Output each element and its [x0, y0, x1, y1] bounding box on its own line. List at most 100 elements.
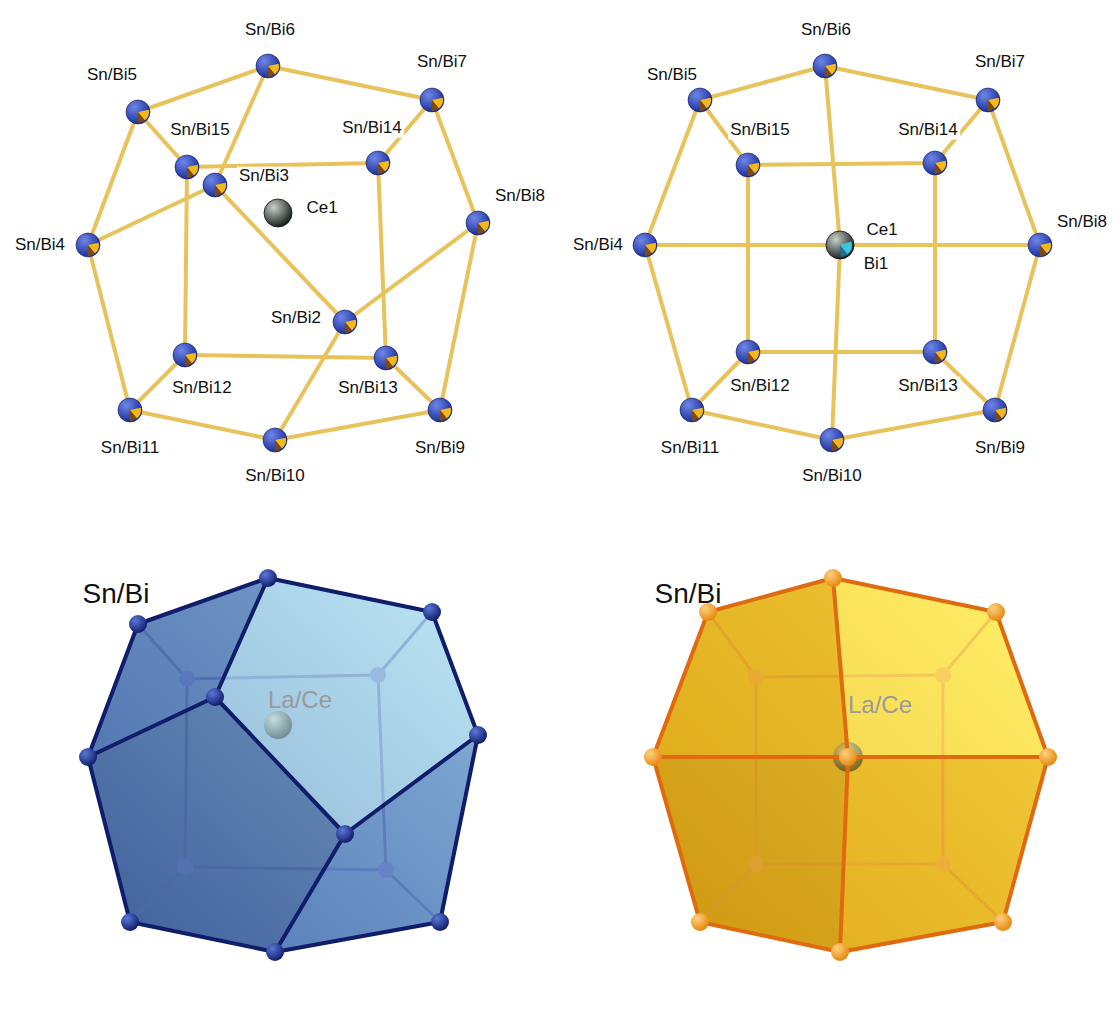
atom	[1039, 748, 1057, 766]
atom-label: Ce1	[304, 199, 339, 218]
atom	[644, 748, 662, 766]
bond	[275, 322, 345, 440]
bond	[88, 245, 130, 410]
atom-label: Sn/Bi14	[896, 121, 960, 140]
bond	[215, 578, 268, 697]
bond	[268, 578, 432, 612]
bond	[748, 163, 935, 165]
atom-label: Sn/Bi15	[168, 121, 232, 140]
atom	[976, 88, 1000, 112]
atom	[431, 913, 449, 931]
cage-ball-stick	[633, 54, 1052, 452]
atom-label: Sn/Bi7	[973, 53, 1027, 72]
atom	[203, 173, 227, 197]
bond	[840, 757, 848, 952]
bond	[645, 243, 840, 247]
bond	[833, 578, 848, 757]
bond	[378, 163, 386, 358]
atom-label: Sn/Bi2	[269, 309, 323, 328]
polyhedron-face	[653, 578, 1048, 952]
atom-label: Sn/Bi6	[243, 21, 297, 40]
atom-label: Sn/Bi12	[170, 379, 234, 398]
atom	[206, 688, 224, 706]
atom	[428, 398, 452, 422]
bond	[996, 612, 1048, 757]
bond	[1003, 757, 1048, 922]
atom	[923, 151, 947, 175]
atom-label: Sn/Bi8	[493, 187, 547, 206]
atom	[264, 199, 292, 227]
atom	[680, 398, 704, 422]
bond	[215, 185, 345, 322]
atom	[121, 913, 139, 931]
bond	[215, 697, 345, 834]
atom	[736, 340, 760, 364]
bond	[840, 922, 1003, 952]
atom	[831, 943, 849, 961]
bond	[933, 163, 937, 352]
atom	[126, 100, 150, 124]
atom-label: Sn/Bi13	[896, 377, 960, 396]
atom	[423, 603, 441, 621]
bond	[748, 350, 935, 354]
bond	[432, 100, 478, 223]
polyhedron-face	[653, 757, 848, 952]
atom	[333, 310, 357, 334]
cage-ball-stick	[76, 54, 490, 452]
bond	[746, 165, 750, 352]
atom-label: Sn/Bi13	[336, 379, 400, 398]
atom-label: Sn/Bi14	[340, 119, 404, 138]
atom	[175, 155, 199, 179]
center-label: La/Ce	[846, 692, 914, 718]
atom	[259, 569, 277, 587]
atom-label: Bi1	[862, 255, 891, 274]
atom	[736, 153, 760, 177]
atom	[173, 343, 197, 367]
atom	[923, 340, 947, 364]
atom-label: Sn/Bi5	[85, 66, 139, 85]
center-label: La/Ce	[266, 687, 334, 713]
polyhedron-face	[840, 757, 1048, 952]
atom-label: Sn/Bi15	[728, 121, 792, 140]
polyhedron-face	[275, 735, 478, 952]
bond	[88, 697, 215, 757]
bond	[700, 66, 825, 100]
atom-label: Sn/Bi5	[645, 66, 699, 85]
atom	[118, 398, 142, 422]
bond	[88, 757, 130, 922]
bond	[88, 185, 215, 245]
atom-label: Sn/Bi12	[728, 377, 792, 396]
bond	[995, 245, 1040, 410]
bond	[645, 100, 700, 245]
atom-label: Sn/Bi3	[237, 167, 291, 186]
atom-label: Sn/Bi7	[415, 53, 469, 72]
bond	[130, 922, 275, 952]
bond	[653, 757, 700, 922]
atom	[76, 233, 100, 257]
atom-label: Sn/Bi10	[243, 467, 307, 486]
bond	[185, 167, 187, 355]
atom-label: Sn/Bi11	[659, 439, 721, 458]
bond	[440, 223, 478, 410]
atom-label: Sn/Bi8	[1055, 213, 1109, 232]
atom	[336, 825, 354, 843]
bond	[988, 100, 1040, 245]
bond	[653, 612, 708, 757]
bond	[825, 66, 840, 245]
atom	[79, 748, 97, 766]
cage-polyhedron	[644, 569, 1057, 961]
bond	[275, 834, 345, 952]
polyhedron-face	[88, 578, 478, 952]
atom	[266, 943, 284, 961]
bond	[825, 66, 988, 100]
bond	[833, 578, 996, 612]
atom	[820, 428, 844, 452]
atom	[688, 88, 712, 112]
atom	[263, 428, 287, 452]
atom	[826, 231, 854, 259]
atom-label: Sn/Bi10	[800, 467, 864, 486]
cage-polyhedron	[79, 569, 487, 961]
bond	[708, 578, 833, 612]
